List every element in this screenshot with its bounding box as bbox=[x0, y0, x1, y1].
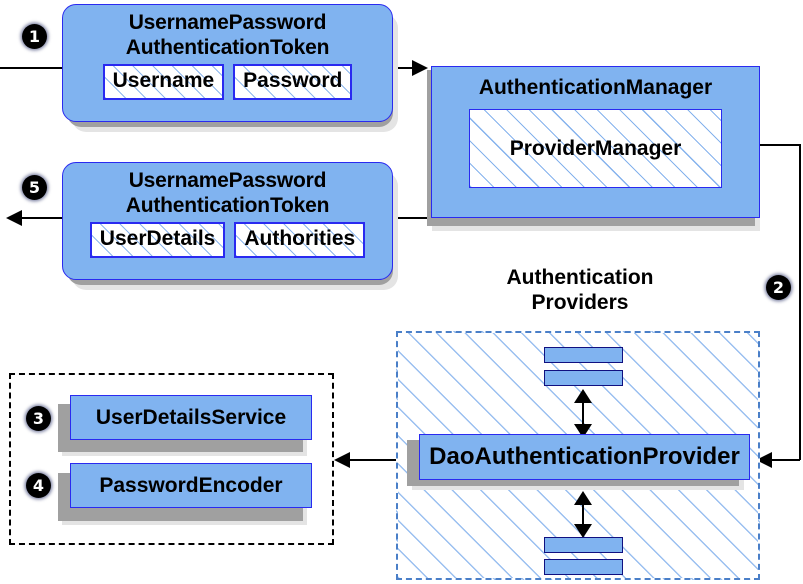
authentication-providers-label: Authentication Providers bbox=[470, 265, 690, 315]
connector-response-outbound bbox=[22, 217, 72, 219]
request-token-title: UsernamePassword AuthenticationToken bbox=[125, 10, 330, 60]
connector-dao-stub-bottom bbox=[582, 495, 584, 528]
arrow-left-icon-response bbox=[6, 210, 22, 226]
authentication-manager-box[interactable]: AuthenticationManager ProviderManager bbox=[431, 66, 760, 218]
request-token-slots: Username Password bbox=[102, 64, 353, 100]
arrow-right-icon-to-manager bbox=[412, 60, 428, 76]
request-token-title-line1: UsernamePassword bbox=[128, 11, 327, 34]
response-token-slot-authorities[interactable]: Authorities bbox=[234, 222, 366, 258]
provider-stub-bottom-1[interactable] bbox=[544, 537, 623, 553]
step-badge-5: 5 bbox=[22, 175, 47, 200]
authentication-providers-label-line1: Authentication bbox=[506, 266, 654, 289]
step-badge-3: 3 bbox=[26, 406, 51, 431]
connector-manager-right bbox=[760, 144, 801, 146]
response-token-title-line2: AuthenticationToken bbox=[125, 194, 330, 217]
response-token-slots: UserDetails Authorities bbox=[89, 222, 366, 258]
authentication-manager-title: AuthenticationManager bbox=[478, 76, 713, 99]
response-token-box[interactable]: UsernamePassword AuthenticationToken Use… bbox=[62, 162, 393, 280]
provider-stub-bottom-2[interactable] bbox=[544, 559, 623, 575]
response-token-title: UsernamePassword AuthenticationToken bbox=[125, 168, 330, 218]
dao-authentication-provider-box[interactable]: DaoAuthenticationProvider bbox=[419, 434, 750, 480]
response-token-title-line1: UsernamePassword bbox=[128, 169, 327, 192]
connector-dao-to-collaborators bbox=[350, 459, 420, 461]
connector-manager-down bbox=[799, 144, 801, 460]
connector-request-inbound bbox=[0, 67, 70, 69]
arrow-down-icon-stub-bottom bbox=[574, 524, 592, 538]
step-badge-4: 4 bbox=[26, 473, 51, 498]
request-token-slot-password[interactable]: Password bbox=[233, 64, 353, 100]
arrow-left-icon-collaborators bbox=[334, 452, 350, 468]
arrow-up-icon-stub-top bbox=[574, 389, 592, 403]
request-token-title-line2: AuthenticationToken bbox=[125, 36, 330, 59]
provider-manager-box[interactable]: ProviderManager bbox=[469, 109, 722, 188]
step-badge-1: 1 bbox=[22, 24, 47, 49]
passwordencoder-box[interactable]: PasswordEncoder bbox=[70, 463, 312, 508]
arrow-up-icon-to-dao-bottom bbox=[574, 491, 592, 505]
request-token-slot-username[interactable]: Username bbox=[102, 64, 225, 100]
connector-token-to-manager bbox=[392, 67, 420, 69]
request-token-box[interactable]: UsernamePassword AuthenticationToken Use… bbox=[62, 4, 393, 122]
provider-stub-top-1[interactable] bbox=[544, 347, 623, 363]
userdetailsservice-box[interactable]: UserDetailsService bbox=[70, 395, 312, 440]
connector-into-dao bbox=[770, 459, 800, 461]
step-badge-2: 2 bbox=[766, 275, 791, 300]
arrow-left-icon-into-dao bbox=[756, 452, 772, 468]
provider-stub-top-2[interactable] bbox=[544, 370, 623, 386]
response-token-slot-userdetails[interactable]: UserDetails bbox=[89, 222, 226, 258]
authentication-providers-label-line2: Providers bbox=[531, 291, 629, 314]
connector-dao-stub-top bbox=[582, 393, 584, 428]
connector-manager-to-response bbox=[392, 217, 432, 219]
